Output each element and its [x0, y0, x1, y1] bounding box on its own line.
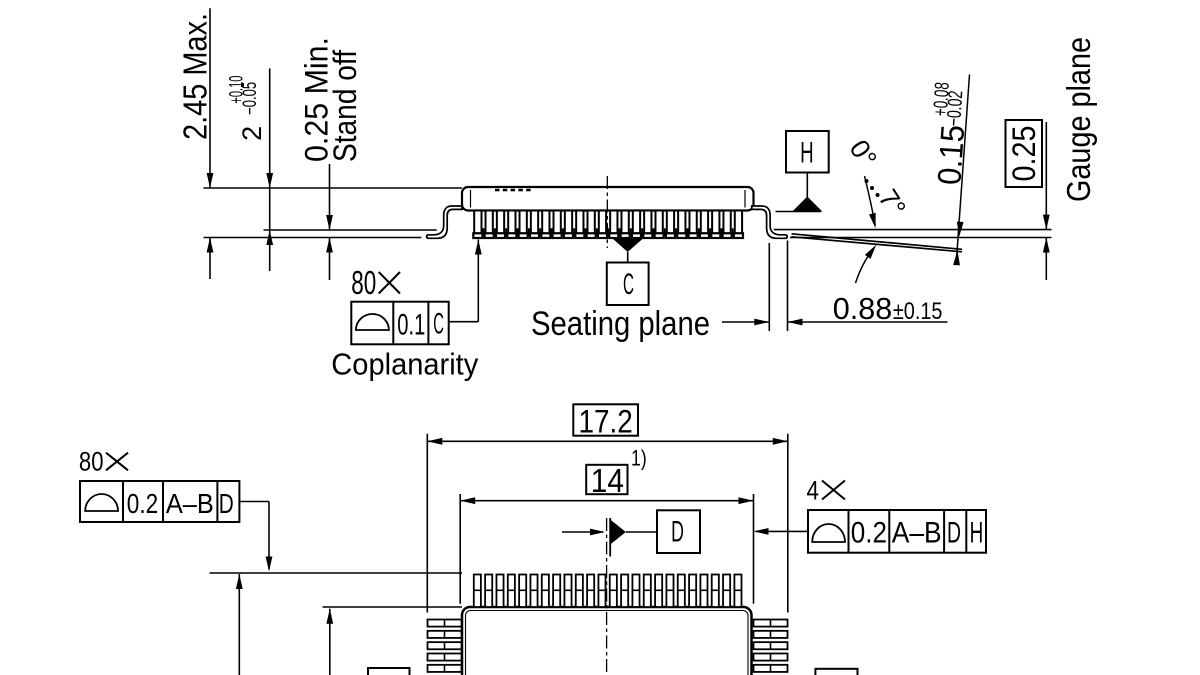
svg-text:+0.10: +0.10: [226, 76, 247, 104]
svg-text:0.2: 0.2: [127, 488, 158, 519]
svg-text:Coplanarity: Coplanarity: [331, 347, 478, 382]
svg-text:0.88: 0.88: [833, 291, 893, 326]
svg-text:D: D: [947, 517, 961, 550]
svg-text:A–B: A–B: [166, 488, 214, 519]
svg-text:C: C: [623, 268, 634, 301]
svg-text:−0.02: −0.02: [943, 90, 967, 127]
svg-text:Seating plane: Seating plane: [531, 305, 710, 343]
svg-text:80: 80: [351, 265, 376, 302]
svg-text:H: H: [800, 137, 814, 170]
svg-text:17.2: 17.2: [578, 403, 632, 439]
svg-text:2: 2: [237, 126, 267, 141]
svg-text:0.1: 0.1: [397, 309, 425, 342]
svg-text:14: 14: [591, 462, 624, 499]
svg-text:Gauge plane: Gauge plane: [1060, 37, 1097, 202]
svg-text:A–B: A–B: [892, 517, 942, 550]
svg-text:0.25 Min.: 0.25 Min.: [299, 37, 335, 162]
svg-text:1): 1): [631, 446, 647, 471]
svg-text:0.2: 0.2: [851, 517, 887, 550]
svg-text:±0.15: ±0.15: [893, 298, 943, 325]
svg-text:+0.08: +0.08: [930, 81, 954, 116]
svg-text:H: H: [970, 517, 984, 550]
svg-text:D: D: [219, 488, 234, 519]
svg-text:0.15: 0.15: [930, 124, 971, 186]
svg-text:Stand off: Stand off: [327, 50, 363, 162]
svg-text:80: 80: [79, 446, 104, 476]
svg-text:C: C: [433, 307, 444, 340]
svg-text:4: 4: [807, 476, 820, 506]
svg-text:−0.05: −0.05: [240, 82, 261, 115]
svg-text:D: D: [671, 516, 684, 549]
svg-text:0.25: 0.25: [1006, 126, 1042, 182]
svg-text:2.45 Max.: 2.45 Max.: [177, 13, 214, 140]
